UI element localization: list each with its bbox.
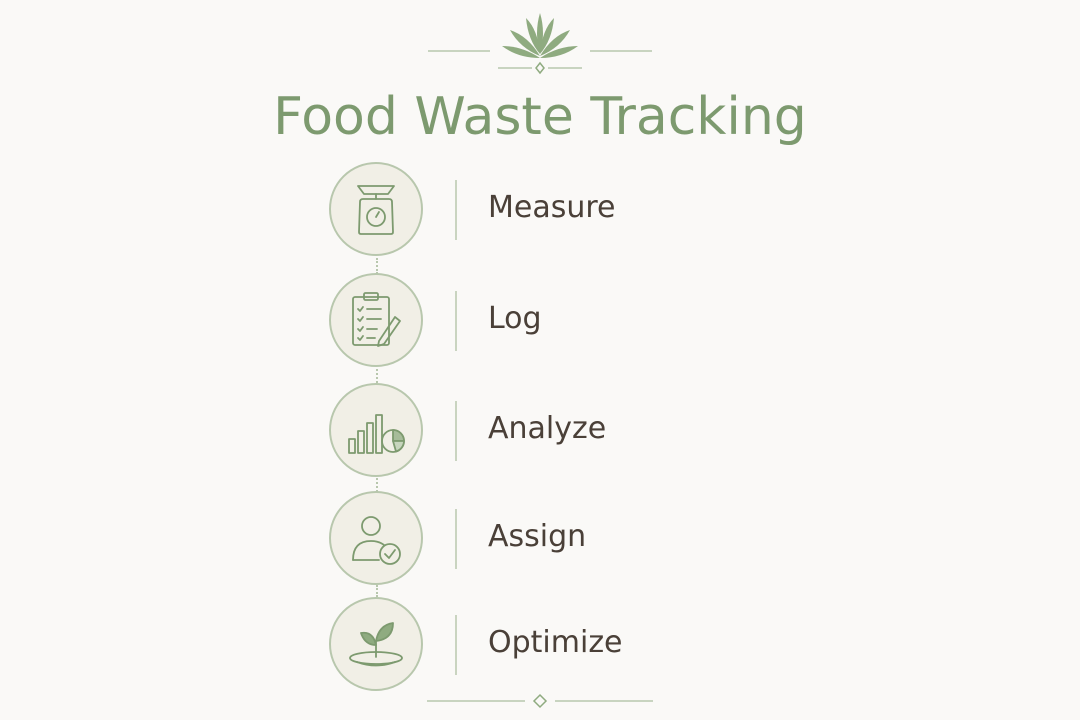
step-label: Optimize [488, 625, 623, 660]
step-divider [455, 180, 457, 240]
step-icon-circle [329, 491, 423, 585]
step-optimize: Optimize [329, 597, 749, 693]
sprout-plate-icon [349, 622, 403, 667]
step-icon-circle [329, 162, 423, 256]
step-icon-circle [329, 597, 423, 691]
person-check-icon [352, 516, 401, 565]
step-connector [376, 369, 380, 383]
step-icon-circle [329, 273, 423, 367]
step-divider [455, 401, 457, 461]
clipboard-checklist-icon [352, 292, 401, 347]
step-divider [455, 291, 457, 351]
step-connector [376, 478, 380, 492]
leaf-ornament-icon [428, 13, 652, 75]
kitchen-scale-icon [357, 185, 395, 235]
step-label: Assign [488, 519, 587, 554]
page-title: Food Waste Tracking [273, 87, 807, 147]
step-connector [376, 258, 380, 274]
step-divider [455, 509, 457, 569]
step-log: Log [329, 273, 749, 369]
step-label: Analyze [488, 411, 607, 446]
bar-pie-chart-icon [348, 414, 405, 454]
step-label: Measure [488, 190, 616, 225]
step-analyze: Analyze [329, 383, 749, 479]
step-icon-circle [329, 383, 423, 477]
step-assign: Assign [329, 491, 749, 587]
step-divider [455, 615, 457, 675]
step-label: Log [488, 301, 542, 336]
step-measure: Measure [329, 162, 749, 258]
diamond-divider-icon [427, 693, 653, 709]
step-connector [376, 585, 380, 597]
